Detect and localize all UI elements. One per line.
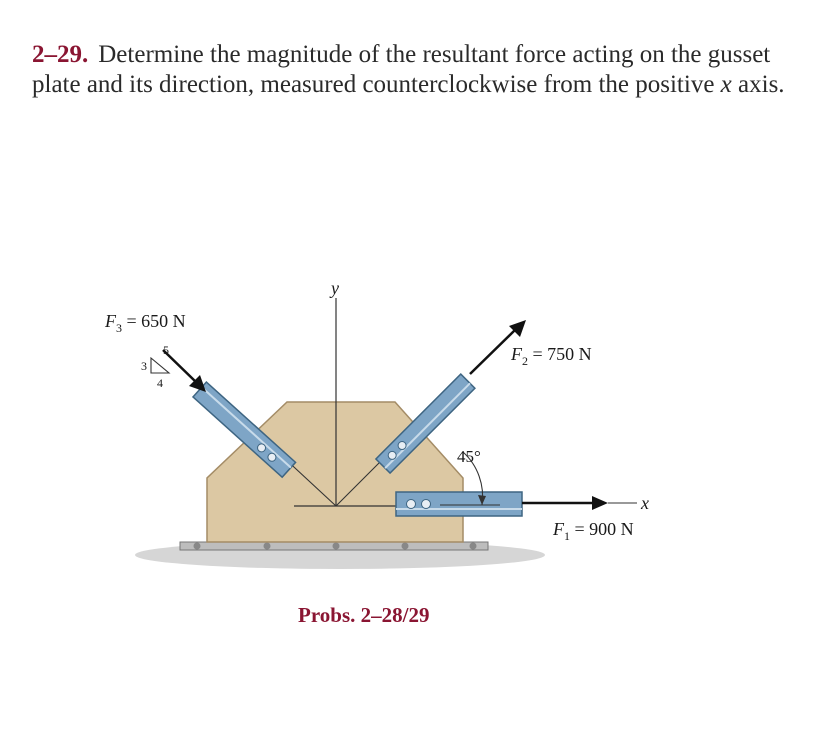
f3-arrow-shaft bbox=[162, 349, 197, 383]
slope-triangle bbox=[150, 356, 171, 374]
f2-arrowhead bbox=[509, 320, 526, 337]
base-bolt bbox=[469, 542, 477, 550]
x-axis-label: x bbox=[640, 493, 649, 513]
problem-text-end: axis. bbox=[731, 71, 785, 98]
x-symbol: x bbox=[720, 71, 732, 98]
horizontal-member bbox=[395, 491, 523, 517]
slope-hyp-label: 5 bbox=[163, 343, 169, 357]
figure-caption: Probs. 2–28/29 bbox=[298, 603, 430, 627]
right-diagonal-member bbox=[374, 373, 476, 475]
problem-text: Determine the magnitude of the resultant… bbox=[32, 41, 771, 98]
f3-arrowhead bbox=[189, 375, 206, 392]
base-bolt bbox=[332, 542, 340, 550]
angle-arc-arrowhead bbox=[478, 495, 486, 505]
f2-arrow-shaft bbox=[469, 329, 516, 375]
slope-rise-label: 3 bbox=[141, 359, 147, 373]
base-bolt bbox=[193, 542, 201, 550]
problem-statement: 2–29.Determine the magnitude of the resu… bbox=[32, 40, 792, 100]
base-bolt bbox=[263, 542, 271, 550]
y-axis-label: y bbox=[329, 278, 339, 298]
f1-arrowhead bbox=[592, 496, 608, 510]
slope-run-label: 4 bbox=[157, 376, 163, 390]
base-bolt bbox=[401, 542, 409, 550]
f1-label: F1 = 900 N bbox=[552, 519, 634, 543]
f3-label: F3 = 650 N bbox=[104, 311, 186, 335]
f2-label: F2 = 750 N bbox=[510, 344, 592, 368]
angle-label: 45° bbox=[457, 447, 481, 466]
problem-number: 2–29. bbox=[32, 41, 89, 68]
